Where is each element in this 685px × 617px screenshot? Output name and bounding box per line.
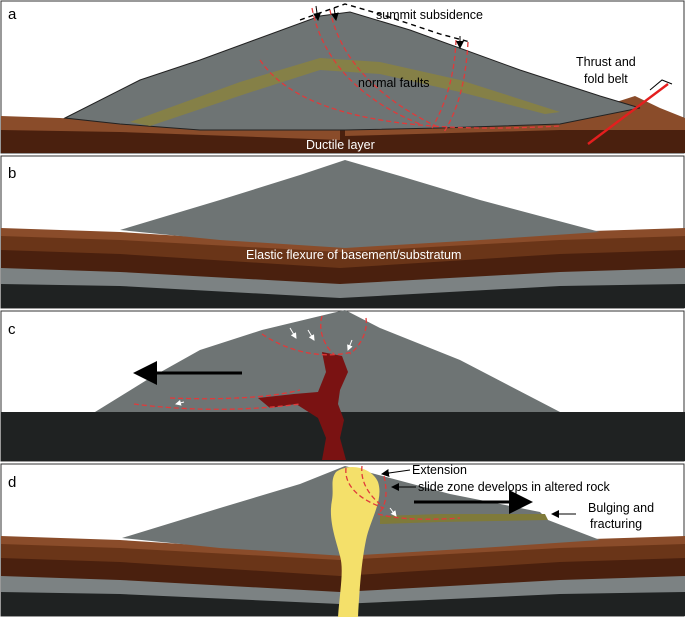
extension-label: Extension xyxy=(412,463,467,477)
normal-faults-label: normal faults xyxy=(358,76,430,90)
panel-label-b: b xyxy=(8,165,16,182)
slip-arrow-d-1 xyxy=(389,507,397,517)
summit-subsidence-label: summit subsidence xyxy=(376,8,483,22)
thrust-symbol xyxy=(649,79,673,91)
extension-pointer xyxy=(381,469,411,477)
fault-d-4 xyxy=(377,513,461,520)
panel-label-d: d xyxy=(8,474,16,491)
fault-d-2 xyxy=(361,465,381,505)
panel-d: d Extension slide zone develops in alter… xyxy=(0,463,685,617)
panel-label-c: c xyxy=(8,321,16,338)
thrust-label-line2: fold belt xyxy=(584,72,628,86)
normal-fault-2 xyxy=(329,9,441,129)
normal-fault-1 xyxy=(311,7,421,125)
fault-c-1 xyxy=(261,333,353,356)
fault-c-5 xyxy=(169,389,301,400)
altered-band-a xyxy=(130,58,560,126)
normal-fault-4 xyxy=(443,41,469,133)
magma-dyke-c xyxy=(258,352,348,460)
elastic-flexure-label: Elastic flexure of basement/substratum xyxy=(246,248,461,262)
slip-arrow-c-3 xyxy=(347,339,353,351)
panel-a: a summit subsidence normal faults Thrust… xyxy=(0,0,685,154)
panel-c: c xyxy=(0,310,685,462)
dark-base-c xyxy=(1,412,685,461)
thrust-fault xyxy=(587,83,669,145)
detachment-fault xyxy=(259,59,561,129)
slide-zone-label: slide zone develops in altered rock xyxy=(418,480,611,494)
bulging-label-line1: Bulging and xyxy=(588,501,654,515)
volcano-b xyxy=(120,160,600,248)
normal-fault-3 xyxy=(431,39,457,129)
slip-arrow-c-4 xyxy=(175,399,185,406)
panel-b: b Elastic flexure of basement/substratum xyxy=(0,155,685,309)
slip-arrow-1 xyxy=(313,5,321,21)
summit-subsidence-outline xyxy=(299,3,471,43)
slip-arrow-c-2 xyxy=(307,329,315,341)
altered-layer-d xyxy=(380,514,548,524)
magma-intrusion-d xyxy=(330,467,380,617)
slip-arrow-c-1 xyxy=(289,327,297,339)
slip-arrow-2 xyxy=(330,7,339,21)
thrust-label-line1: Thrust and xyxy=(576,55,636,69)
fault-d-1 xyxy=(345,467,385,509)
fault-c-4 xyxy=(133,403,301,410)
fault-c-2 xyxy=(320,315,335,355)
bulging-label-line2: fracturing xyxy=(590,517,642,531)
ductile-layer-label: Ductile layer xyxy=(306,138,375,152)
fault-c-3 xyxy=(349,317,367,355)
panel-label-a: a xyxy=(8,6,17,23)
fault-d-3 xyxy=(377,475,387,515)
